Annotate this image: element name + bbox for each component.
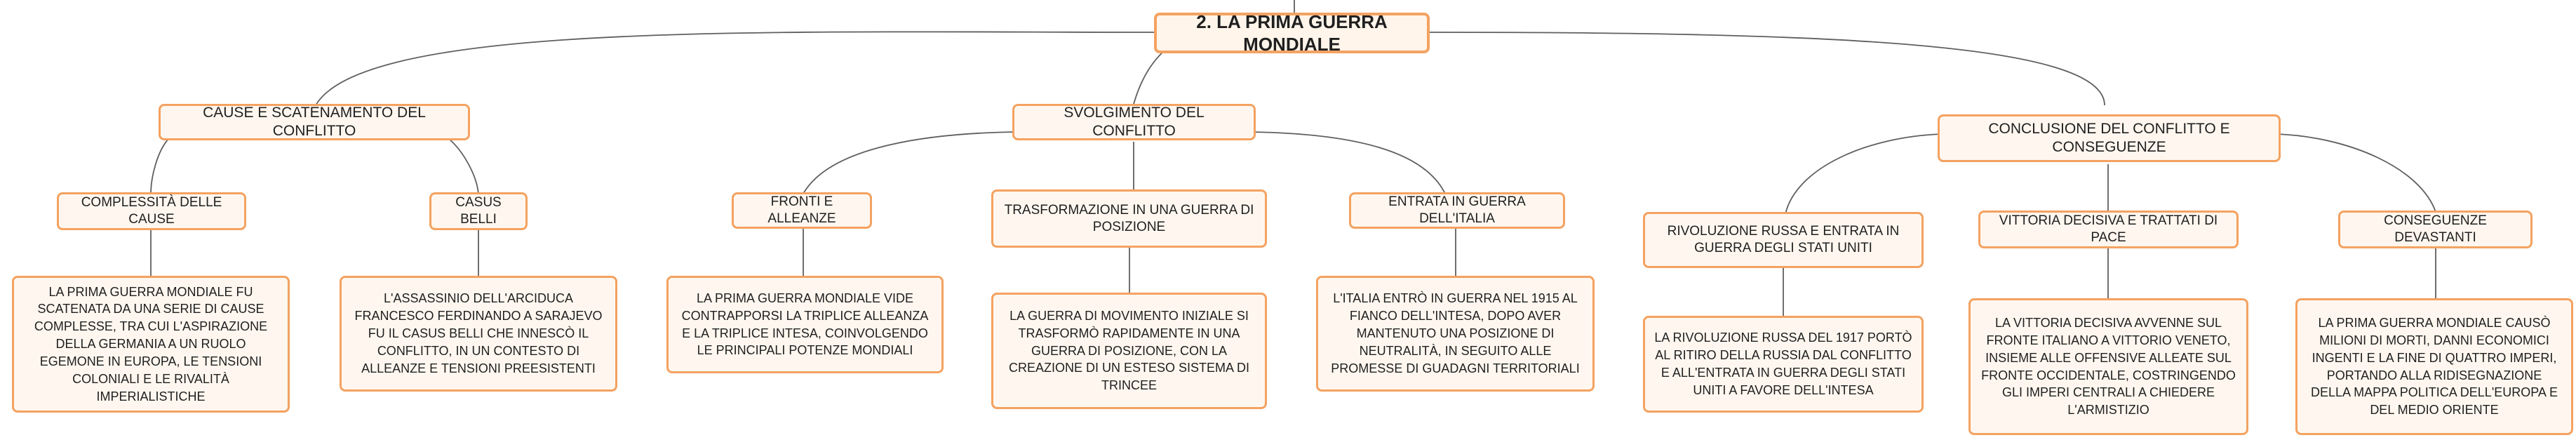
- detail-vittoria-trattati[interactable]: LA VITTORIA DECISIVA AVVENNE SUL FRONTE …: [1968, 298, 2248, 435]
- subtopic-fronti-alleanze[interactable]: FRONTI E ALLEANZE: [732, 192, 872, 229]
- connector-root-svolgimento: [1132, 50, 1165, 107]
- subtopic-conseguenze-devastanti[interactable]: CONSEGUENZE DEVASTANTI: [2338, 211, 2533, 248]
- topic-svolgimento[interactable]: SVOLGIMENTO DEL CONFLITTO: [1012, 104, 1256, 140]
- subtopic-casus-belli[interactable]: CASUS BELLI: [429, 192, 528, 230]
- topic-conclusione[interactable]: CONCLUSIONE DEL CONFLITTO E CONSEGUENZE: [1938, 114, 2281, 162]
- connector-concl-conseguenze: [2276, 133, 2436, 213]
- detail-trasformazione-guerra[interactable]: LA GUERRA DI MOVIMENTO INIZIALE SI TRASF…: [991, 293, 1267, 409]
- detail-conseguenze-devastanti[interactable]: LA PRIMA GUERRA MONDIALE CAUSÒ MILIONI D…: [2295, 298, 2573, 435]
- detail-casus-belli[interactable]: L'ASSASSINIO DELL'ARCIDUCA FRANCESCO FER…: [340, 276, 617, 392]
- subtopic-trasformazione-guerra[interactable]: TRASFORMAZIONE IN UNA GUERRA DI POSIZION…: [991, 189, 1267, 248]
- root-topic[interactable]: 2. LA PRIMA GUERRA MONDIALE: [1154, 11, 1430, 55]
- connector-svolg-fronti: [803, 131, 1018, 194]
- connector-causes-casus: [448, 138, 479, 195]
- subtopic-complessita-cause[interactable]: COMPLESSITÀ DELLE CAUSE: [57, 192, 246, 230]
- connector-root-conclusione: [1429, 32, 2105, 106]
- detail-entrata-italia[interactable]: L'ITALIA ENTRÒ IN GUERRA NEL 1915 AL FIA…: [1316, 276, 1595, 392]
- connector-svolg-italia: [1248, 131, 1446, 194]
- detail-rivoluzione-russa[interactable]: LA RIVOLUZIONE RUSSA DEL 1917 PORTÒ AL R…: [1643, 316, 1924, 413]
- topic-cause-scatenamento[interactable]: CAUSE E SCATENAMENTO DEL CONFLITTO: [159, 104, 470, 140]
- subtopic-rivoluzione-russa[interactable]: RIVOLUZIONE RUSSA E ENTRATA IN GUERRA DE…: [1643, 212, 1924, 268]
- connector-concl-rivoluzione: [1785, 133, 1943, 215]
- connector-root-causes: [315, 31, 1155, 106]
- detail-complessita-cause[interactable]: LA PRIMA GUERRA MONDIALE FU SCATENATA DA…: [12, 276, 290, 413]
- connector-causes-complessita: [150, 138, 169, 195]
- subtopic-entrata-italia[interactable]: ENTRATA IN GUERRA DELL'ITALIA: [1349, 192, 1565, 229]
- subtopic-vittoria-trattati[interactable]: VITTORIA DECISIVA E TRATTATI DI PACE: [1978, 211, 2239, 248]
- detail-fronti-alleanze[interactable]: LA PRIMA GUERRA MONDIALE VIDE CONTRAPPOR…: [666, 276, 944, 373]
